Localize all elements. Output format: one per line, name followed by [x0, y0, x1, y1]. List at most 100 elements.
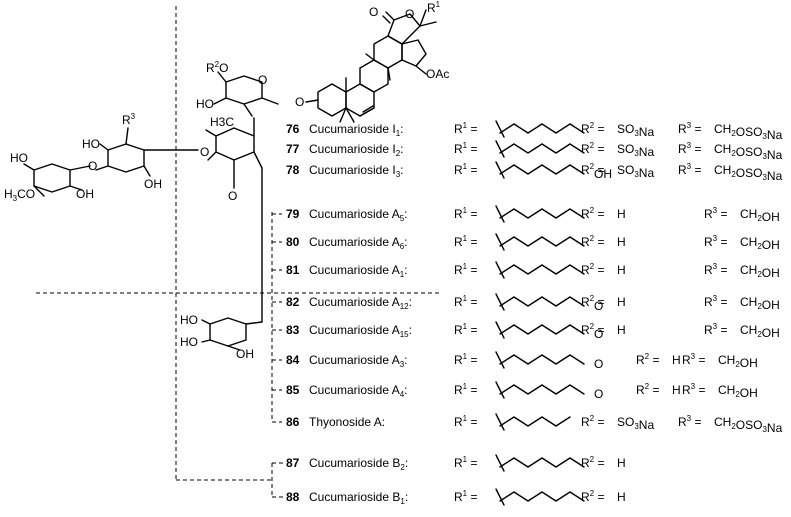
r1-label: R1 = [454, 322, 477, 337]
side-chain-heteroatom: O [594, 387, 603, 401]
label-ho-ring-d: HO [10, 151, 28, 165]
side-chain [499, 354, 585, 365]
compound-name: Cucumarioside A12: [309, 295, 412, 311]
label-carbonyl-o: O [369, 5, 378, 19]
compound-number: 76 [286, 122, 300, 136]
r3-value: CH2OH [718, 383, 758, 400]
aglycone-skeleton [305, 9, 437, 123]
r1-label: R1 = [454, 294, 477, 309]
label-h3co: H3CO [4, 187, 35, 203]
side-chain-heteroatom: OH [594, 167, 612, 181]
compound-name: Cucumarioside A4: [309, 383, 408, 399]
r2-value: H [617, 323, 626, 337]
compound-table: 76 Cucumarioside I1: R1 = R2 = SO3Na R3 = CH2O… [286, 120, 783, 506]
side-chain [499, 208, 585, 219]
attachment-wavy-bond [495, 233, 505, 251]
compound-name: Cucumarioside A1: [309, 263, 408, 279]
compound-number: 86 [286, 415, 300, 429]
compound-name: Cucumarioside A15: [309, 323, 412, 339]
r1-label: R1 = [454, 414, 477, 429]
r3-value: CH2OH [740, 295, 780, 312]
r2-label: R2 = [581, 262, 604, 277]
r2-value: SO3Na [617, 415, 654, 432]
compound-name: Cucumarioside A3: [309, 353, 408, 369]
r3-label: R3 = [704, 322, 727, 337]
r2-label: R2 = [581, 414, 604, 429]
compound-name: Cucumarioside A6: [309, 235, 408, 251]
r2-value: H [672, 383, 681, 397]
r2-value: H [617, 235, 626, 249]
r2-label: R2 = [581, 121, 604, 136]
side-chain-heteroatom: O [594, 299, 603, 313]
r2-label: R2 = [581, 162, 604, 177]
attachment-wavy-bond [495, 381, 505, 399]
r3-label: R3 = [678, 162, 701, 177]
label-o-bridge: O [228, 189, 237, 203]
r3-label: R3 = [704, 206, 727, 221]
r2-value: H [617, 207, 626, 221]
label-ho-ring-e2: HO [180, 335, 198, 349]
compound-number: 77 [286, 142, 300, 156]
compound-number: 83 [286, 323, 300, 337]
compound-number: 79 [286, 207, 300, 221]
compound-name: Cucumarioside I1: [309, 122, 404, 138]
r3-value: CH2OSO3Na [714, 163, 783, 183]
compound-number: 78 [286, 163, 300, 177]
r3-value: CH2OH [740, 323, 780, 340]
label-ho-ring-a: HO [196, 97, 214, 111]
side-chain [499, 384, 585, 395]
compound-name: Cucumarioside A5: [309, 207, 408, 223]
label-ho-ring-e1: HO [180, 313, 198, 327]
r1-label: R1 = [454, 162, 477, 177]
attachment-wavy-bond [495, 140, 505, 158]
attachment-wavy-bond [495, 293, 505, 311]
label-r1-core: R1 [427, 0, 441, 15]
side-chain [499, 143, 585, 154]
r2-value: H [672, 353, 681, 367]
r1-label: R1 = [454, 206, 477, 221]
r3-label: R3 = [678, 121, 701, 136]
r2-label: R2 = [581, 234, 604, 249]
r2-value: H [617, 490, 626, 504]
r1-label: R1 = [454, 352, 477, 367]
r3-label: R3 = [682, 382, 705, 397]
label-h3c: H3C [210, 115, 234, 129]
r2-label: R2 = [636, 352, 659, 367]
side-chain [499, 164, 585, 175]
label-r3: R3 [122, 112, 136, 127]
side-chain-heteroatom: O [594, 327, 603, 341]
compound-number: 80 [286, 235, 300, 249]
attachment-wavy-bond [495, 161, 505, 179]
r2-value: H [617, 295, 626, 309]
r2-value: H [617, 263, 626, 277]
r3-value: CH2OH [740, 263, 780, 280]
r1-label: R1 = [454, 455, 477, 470]
r3-label: R3 = [704, 262, 727, 277]
r3-label: R3 = [704, 234, 727, 249]
r2-label: R2 = [581, 206, 604, 221]
r2-value: SO3Na [617, 122, 654, 139]
sugar-chain [23, 71, 279, 351]
r1-label: R1 = [454, 382, 477, 397]
attachment-wavy-bond [495, 488, 505, 506]
r3-value: CH2OSO3Na [714, 122, 783, 142]
attachment-wavy-bond [495, 321, 505, 339]
compound-number: 84 [286, 353, 300, 367]
r2-value: SO3Na [617, 163, 654, 180]
r2-value: SO3Na [617, 142, 654, 159]
side-chain [499, 457, 585, 468]
r2-label: R2 = [636, 382, 659, 397]
attachment-wavy-bond [495, 351, 505, 369]
compound-name: Thyonoside A: [309, 415, 385, 429]
side-chain [499, 416, 571, 427]
side-chain [499, 236, 585, 247]
compound-number: 85 [286, 383, 300, 397]
